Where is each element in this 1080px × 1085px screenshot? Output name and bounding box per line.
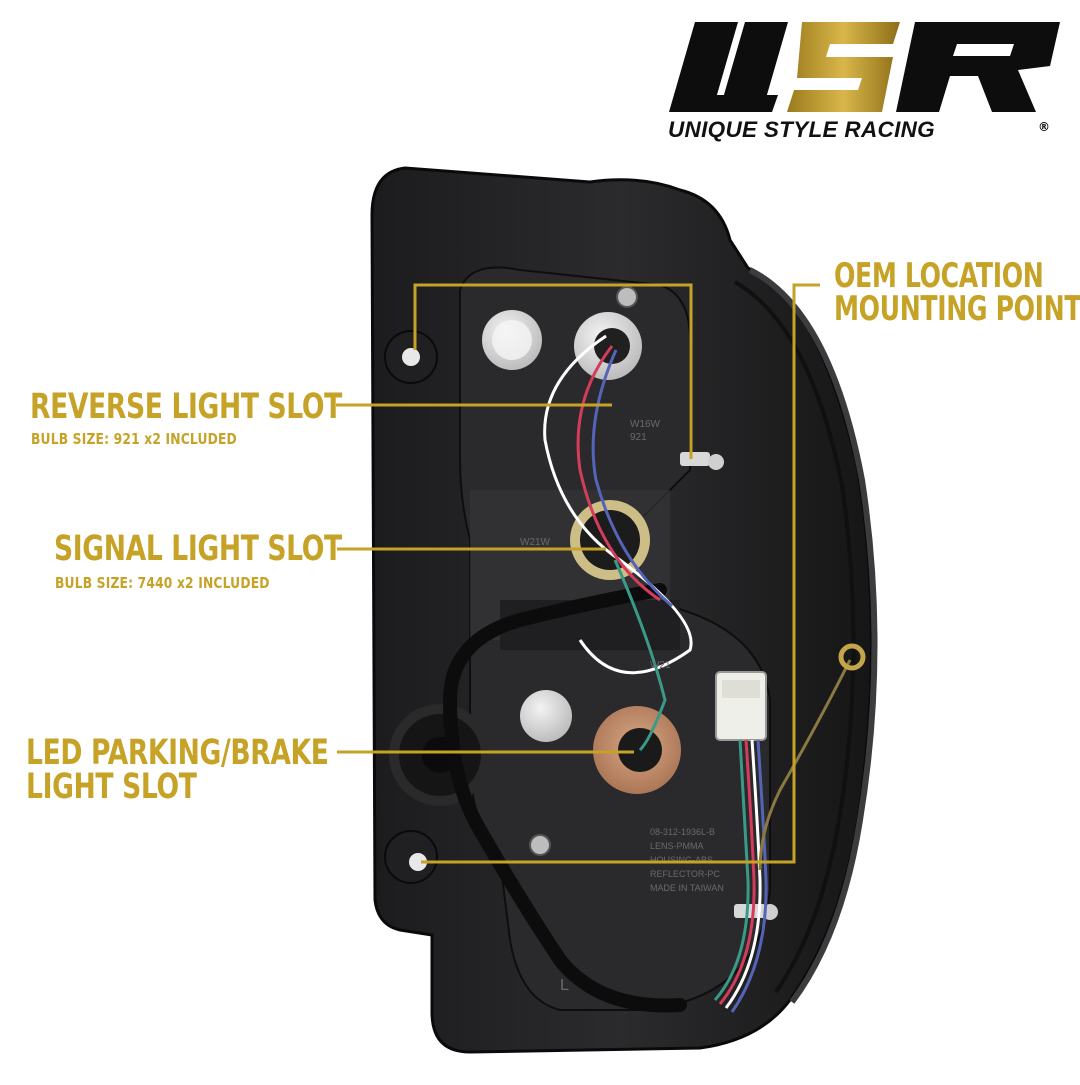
reverse-slot-bulb-size: BULB SIZE: 921 x2 INCLUDED [31,430,237,448]
usr-logo [669,22,1060,112]
svg-text:W21W: W21W [520,537,551,548]
parking-slot-title-line1: LED PARKING/BRAKE [26,733,329,773]
svg-text:LENS-PMMA: LENS-PMMA [650,841,704,851]
svg-text:08-312-1936L-B: 08-312-1936L-B [650,827,715,837]
mounting-line-top [413,283,693,459]
svg-text:L: L [560,977,569,994]
svg-text:W16W: W16W [630,419,661,430]
svg-text:MADE IN TAIWAN: MADE IN TAIWAN [650,883,724,893]
signal-slot-title: SIGNAL LIGHT SLOT [54,529,342,569]
svg-text:REFLECTOR-PC: REFLECTOR-PC [650,869,720,879]
mounting-title-line1: OEM LOCATION [834,256,1044,296]
registered-mark: ® [1038,120,1050,134]
reverse-slot-title: REVERSE LIGHT SLOT [30,387,342,427]
svg-text:W21: W21 [650,660,671,671]
housing-markings: W16W 921 W21W W21 08-312-1936L-B LENS-PM… [520,419,724,994]
mounting-title-line2: MOUNTING POINTS [834,289,1080,329]
callout-lines [336,283,820,864]
mounting-line-bottom [421,283,820,864]
svg-text:HOUSING-ABS: HOUSING-ABS [650,855,713,865]
parking-slot-title-line2: LIGHT SLOT [26,767,197,807]
tail-light-housing [370,166,878,1054]
signal-slot-bulb-size: BULB SIZE: 7440 x2 INCLUDED [55,574,270,592]
brand-tagline: UNIQUE STYLE RACING [668,117,935,142]
svg-text:921: 921 [630,432,647,443]
